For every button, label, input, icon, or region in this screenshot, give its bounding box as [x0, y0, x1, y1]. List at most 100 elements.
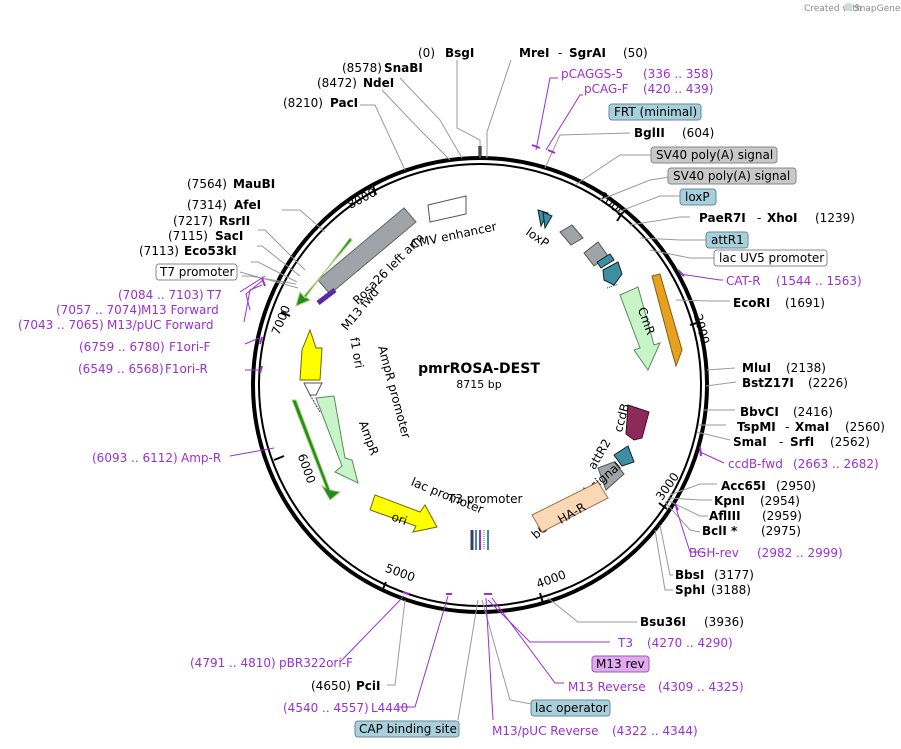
attr1-shape	[602, 261, 623, 286]
primer-range: (6093 .. 6112)	[92, 451, 178, 465]
enzyme-name: MluI	[742, 361, 771, 375]
primer-range: (7057 .. 7074)	[56, 303, 142, 317]
enzyme-pos: (3177)	[714, 568, 754, 582]
primer-name: M13/pUC Reverse	[492, 724, 599, 738]
primer-name: pCAGGS-5	[561, 67, 623, 81]
enzyme-name: MauBI	[233, 177, 275, 191]
loxp-shape-2	[596, 253, 615, 269]
tick-mark	[539, 592, 544, 604]
primer-name: L4440	[371, 701, 408, 715]
primer-name: M13 Reverse	[568, 680, 646, 694]
attr2-shape	[613, 445, 635, 467]
cmr-shape	[619, 286, 661, 372]
enzyme-pos: (2975)	[761, 524, 801, 538]
box-cap-site-text: CAP binding site	[359, 722, 457, 736]
tick-mark	[372, 185, 377, 196]
credit-brand: SnapGene	[854, 4, 901, 14]
primer-range: (4322 .. 4344)	[612, 724, 698, 738]
tick-mark	[273, 455, 285, 461]
tick-1000: 1000	[596, 189, 628, 219]
enzyme-labels: (0) BsgI (8578) SnaBI (8472) NdeI (8210)…	[139, 46, 885, 693]
enzyme-name: SphI	[675, 583, 705, 597]
primer-labels: pCAGGS-5 (336 .. 358) pCAG-F (420 .. 439…	[18, 67, 879, 738]
box-loxp	[679, 188, 717, 206]
enzyme-name: PacI	[330, 96, 358, 110]
box-lac-uv5	[713, 249, 828, 267]
box-t7-promoter-text: T7 promoter	[159, 265, 235, 279]
ccdb-shape	[625, 404, 650, 441]
bgh-shape	[597, 461, 625, 491]
box-sv40-a-text: SV40 poly(A) signal	[656, 148, 773, 162]
enzyme-name: Acc65I	[721, 479, 766, 493]
primer-name: CAT-R	[726, 274, 761, 288]
box-sv40-b-text: SV40 poly(A) signal	[673, 169, 790, 183]
enzyme-pos: (4650)	[311, 679, 351, 693]
primer-range: (4270 .. 4290)	[647, 636, 733, 650]
box-sv40-a	[650, 146, 778, 164]
enzyme-pos: (7314)	[187, 198, 227, 212]
primer-name: T3	[617, 636, 633, 650]
enzyme-pos: (2950)	[776, 479, 816, 493]
primer-range: (336 .. 358)	[643, 67, 713, 81]
enzyme-pos: (2562)	[830, 435, 870, 449]
enzyme-name: EcoRI	[733, 296, 770, 310]
primer-range: (7084 .. 7103)	[118, 288, 204, 302]
ampr-promoter-label: AmpR promoter	[375, 344, 413, 440]
enzyme-pos: (2959)	[762, 509, 802, 523]
enzyme-name: PciI	[356, 679, 381, 693]
enzyme-name: BbvCI	[740, 405, 779, 419]
enzyme-pos: (604)	[682, 126, 714, 140]
enzyme-pos: (1691)	[785, 296, 825, 310]
rosa-arrow-shape	[295, 237, 353, 307]
enzyme-pos: (7564)	[187, 177, 227, 191]
primer-range: (420 .. 439)	[643, 82, 713, 96]
ori-shape	[369, 494, 438, 533]
cmv-enhancer-label: CMV enhancer	[410, 219, 498, 251]
m13fwd-shape	[316, 288, 337, 305]
box-m13-rev	[591, 655, 650, 673]
enzyme-name: MreI	[519, 46, 549, 60]
enzyme-name: SnaBI	[384, 61, 423, 75]
enzyme-sep: -	[785, 420, 789, 434]
har-shape	[531, 481, 609, 533]
enzyme-pos: (8210)	[283, 96, 323, 110]
primer-name: M13/pUC Forward	[107, 318, 214, 332]
t3-promoter-label: T3 promoter	[447, 492, 523, 506]
enzyme-name: PaeR7I	[699, 211, 746, 225]
enzyme-sep: -	[558, 46, 562, 60]
enzyme-name: XmaI	[795, 420, 829, 434]
enzyme-name: TspMI	[737, 420, 776, 434]
cmv-enhancer-shape	[427, 195, 467, 223]
primer-range: (1544 .. 1563)	[776, 274, 862, 288]
backbone-inner	[258, 163, 702, 607]
primer-name: pCAG-F	[584, 82, 629, 96]
box-attr1-text: attR1	[711, 233, 744, 247]
enzyme-name: SrfI	[790, 435, 814, 449]
tick-mark	[381, 581, 387, 592]
box-lac-operator-text: lac operator	[535, 701, 608, 715]
enzyme-pos: (2416)	[793, 405, 833, 419]
primer-range: (4540 .. 4557)	[283, 701, 369, 715]
loxp-shape-b	[542, 211, 553, 230]
enzyme-name: RsrII	[219, 214, 250, 228]
ampr-promoter-box	[303, 382, 323, 396]
enzyme-name: AflIII	[709, 509, 741, 523]
box-attr1	[705, 231, 749, 249]
enzyme-name: SacI	[215, 229, 243, 243]
primer-name: F1ori-R	[165, 362, 208, 376]
primer-name: BGH-rev	[689, 546, 739, 560]
loxp-label: loxP	[523, 225, 551, 251]
tick-mark	[689, 321, 701, 326]
box-lac-operator	[530, 699, 611, 717]
primer-name: pBR322ori-F	[279, 656, 353, 670]
primer-name: ccdB-fwd	[728, 457, 783, 471]
enzyme-name: BbsI	[675, 568, 704, 582]
primer-name: F1ori-F	[169, 340, 210, 354]
enzyme-pos: (3936)	[704, 615, 744, 629]
enzyme-name: KpnI	[714, 494, 745, 508]
tick-mark	[280, 311, 291, 317]
primer-range: (2663 .. 2682)	[793, 457, 879, 471]
box-lac-uv5-text: lac UV5 promoter	[719, 251, 824, 265]
plasmid-size: 8715 bp	[456, 378, 501, 391]
